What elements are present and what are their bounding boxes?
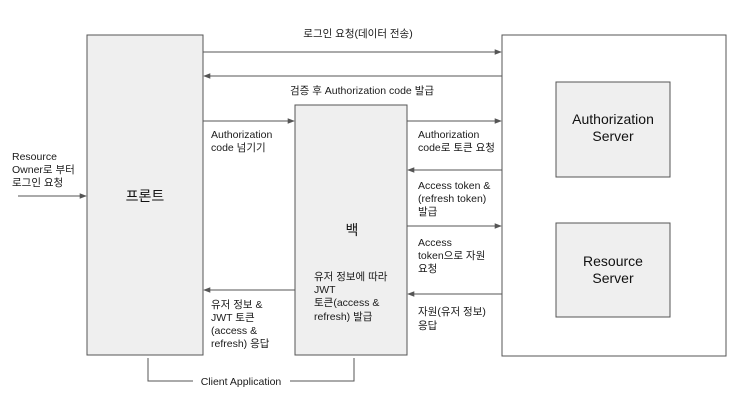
pass-auth-code-label-line-2: code 넘기기 [211,142,266,154]
client-application-label-bg [193,374,290,388]
resource-owner-line-1: Resource [12,151,57,163]
resource-response-label-line-2: 응답 [418,320,438,332]
resource-request-label-line-1: Access [418,237,452,249]
back-box [294,104,408,356]
pass-auth-code-label-line-1: Authorization [211,129,272,141]
back-note-line-2: JWT [314,284,336,296]
client-application-label: Client Application [201,376,282,388]
authorization-server-box [555,81,671,178]
front-box-label: 프론트 [126,188,165,204]
jwt-response-label-line-3: (access & [211,325,257,337]
jwt-response-label-line-1: 유저 정보 & [211,299,262,311]
front-box [86,34,204,356]
resource-owner-line-2: Owner로 부터 [12,164,75,176]
back-note-line-3: 토큰(access & [314,297,379,309]
login-request-label: 로그인 요청(데이터 전송) [303,28,412,40]
token-issue-label-line-2: (refresh token) [418,193,486,205]
jwt-response-label-line-4: refresh) 응답 [211,338,270,350]
back-box-label: 백 [346,222,359,238]
back-note-line-1: 유저 정보에 따라 [314,271,388,283]
auth-code-issue-label: 검증 후 Authorization code 발급 [290,85,434,97]
authorization-server-label-line-1: Authorization [572,111,654,127]
resource-server-label-line-1: Resource [583,253,643,269]
resource-owner-label: Resource Owner로 부터 로그인 요청 [12,151,75,189]
authorization-server-label-line-2: Server [592,128,634,144]
token-issue-label-line-3: 발급 [418,206,438,218]
resource-server-label-line-2: Server [592,270,634,286]
token-request-label-line-1: Authorization [418,129,479,141]
resource-server-box [555,222,671,318]
resource-request-label-line-2: token으로 자원 [418,250,485,262]
back-note-line-4: refresh) 발급 [314,311,373,323]
jwt-response-label-line-2: JWT 토큰 [211,312,255,324]
token-issue-label-line-1: Access token & [418,180,490,192]
token-request-label-line-2: code로 토큰 요청 [418,142,495,154]
resource-response-label-line-1: 자원(유저 정보) [418,306,486,318]
resource-owner-line-3: 로그인 요청 [12,177,63,189]
back-box-note: 유저 정보에 따라 JWT 토큰(access & refresh) 발급 [314,271,388,323]
resource-request-label-line-3: 요청 [418,263,437,275]
